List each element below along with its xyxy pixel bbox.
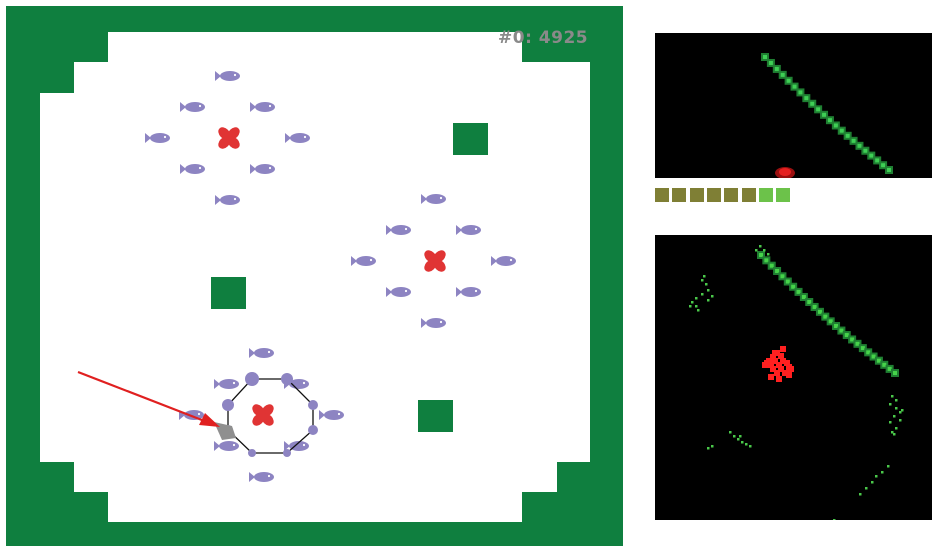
sensor-node: [245, 372, 259, 386]
sensor-node: [283, 449, 291, 457]
wall-block: [418, 400, 453, 432]
score-label: #0: 4925: [498, 28, 588, 48]
sensor-node: [222, 399, 234, 411]
status-cell: [742, 188, 756, 202]
sensor-node: [308, 425, 318, 435]
red-blob: [775, 167, 795, 178]
status-cell: [672, 188, 686, 202]
status-cell: [724, 188, 738, 202]
status-cell: [655, 188, 669, 202]
red-blob: [762, 346, 794, 382]
observation-panel-top: [655, 33, 932, 178]
sensor-node: [248, 449, 256, 457]
wall-block: [211, 277, 246, 309]
status-cell: [776, 188, 790, 202]
status-cell: [690, 188, 704, 202]
sensor-node: [308, 400, 318, 410]
status-cell: [707, 188, 721, 202]
observation-panel-bottom: [655, 235, 932, 520]
arena-walls: [6, 6, 623, 546]
game-arena: [0, 0, 625, 548]
wall-block: [453, 123, 488, 155]
status-cell: [759, 188, 773, 202]
sensor-node: [281, 373, 293, 385]
arena-floor: [40, 32, 590, 522]
